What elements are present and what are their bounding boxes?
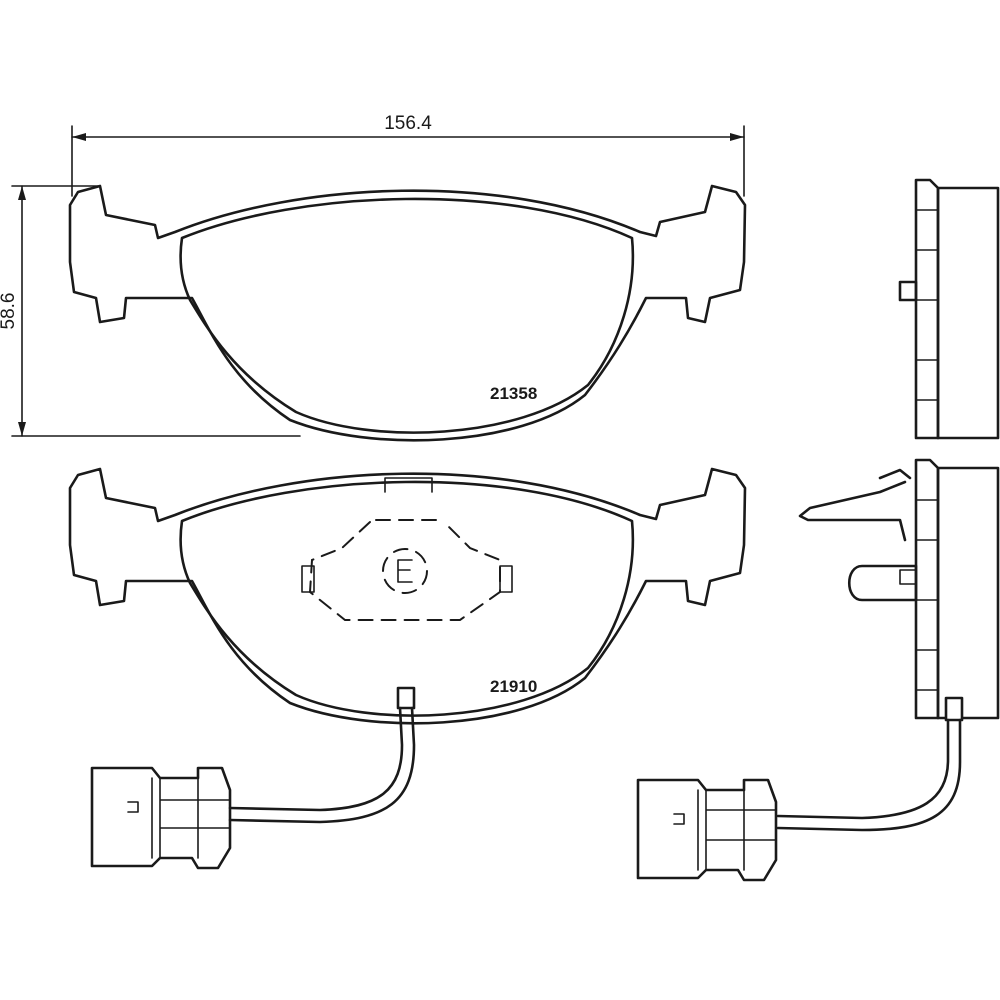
sensor-mount-front	[396, 686, 416, 710]
sensor-connector-front-details	[127, 777, 231, 859]
bottom-pad-side-view	[798, 458, 1000, 720]
sensor-wire-front-outer	[228, 706, 404, 812]
sensor-mount-side	[944, 696, 964, 722]
bottom-pad-backing-plate	[68, 467, 747, 725]
side-clip-hook	[878, 468, 912, 480]
wear-sensor-side	[636, 696, 964, 882]
bottom-side-friction-block	[936, 466, 1000, 720]
width-label: 156.4	[384, 113, 432, 134]
top-pad-side-view	[898, 178, 1000, 440]
top-side-friction-block	[936, 186, 1000, 440]
clip-center-mark	[397, 559, 413, 583]
top-pad-part-number: 21358	[490, 384, 537, 403]
sensor-connector-side-details	[673, 789, 777, 871]
clip-right-tab	[499, 565, 513, 593]
top-brake-pad: 21358	[68, 184, 747, 442]
bottom-pad-friction-material	[179, 480, 635, 717]
bottom-pad-part-number: 21910	[490, 677, 537, 696]
width-arrow-left	[72, 133, 86, 141]
top-pad-friction-material	[179, 197, 635, 434]
top-side-pin	[898, 280, 918, 302]
bottom-side-ribs	[915, 499, 939, 691]
clip-left-tab	[301, 565, 315, 593]
top-side-ribs	[915, 209, 939, 401]
side-pin-mount	[899, 569, 917, 585]
hidden-spring-clip	[301, 477, 513, 621]
wear-sensor-front	[90, 686, 416, 870]
bottom-brake-pad: 21910	[68, 467, 747, 725]
top-pad-backing-plate	[68, 184, 747, 442]
height-arrow-bottom	[18, 422, 26, 436]
sensor-wire-front-inner	[228, 706, 416, 824]
bottom-side-backing-plate	[914, 458, 940, 720]
clip-tab	[384, 477, 433, 493]
clip-center-circle	[382, 548, 428, 594]
sensor-wire-side-inner	[776, 718, 962, 832]
height-arrow-top	[18, 186, 26, 200]
sensor-connector-side	[636, 778, 778, 882]
height-dimension: 58.6	[0, 185, 301, 437]
height-label: 58.6	[0, 293, 19, 330]
side-spring-clip	[798, 480, 907, 542]
width-dimension: 156.4	[71, 113, 745, 197]
side-guide-pin	[848, 564, 918, 602]
sensor-connector-front	[90, 766, 232, 870]
width-arrow-right	[730, 133, 744, 141]
clip-dashed-outline	[308, 521, 501, 621]
sensor-wire-side-outer	[776, 718, 950, 820]
